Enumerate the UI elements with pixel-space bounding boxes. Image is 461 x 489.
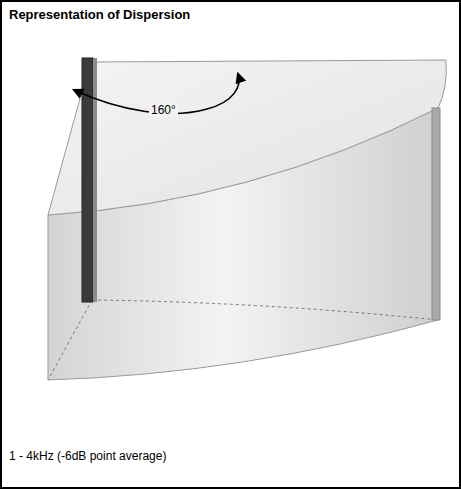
- diagram-title: Representation of Dispersion: [9, 7, 190, 22]
- source-bar-side: [93, 58, 97, 302]
- top-face: [48, 60, 446, 215]
- hidden-edge: [92, 300, 438, 320]
- angle-label: 160°: [149, 103, 178, 117]
- right-edge-strip: [432, 108, 440, 320]
- hidden-edge: [48, 300, 92, 380]
- frequency-caption: 1 - 4kHz (-6dB point average): [9, 449, 166, 463]
